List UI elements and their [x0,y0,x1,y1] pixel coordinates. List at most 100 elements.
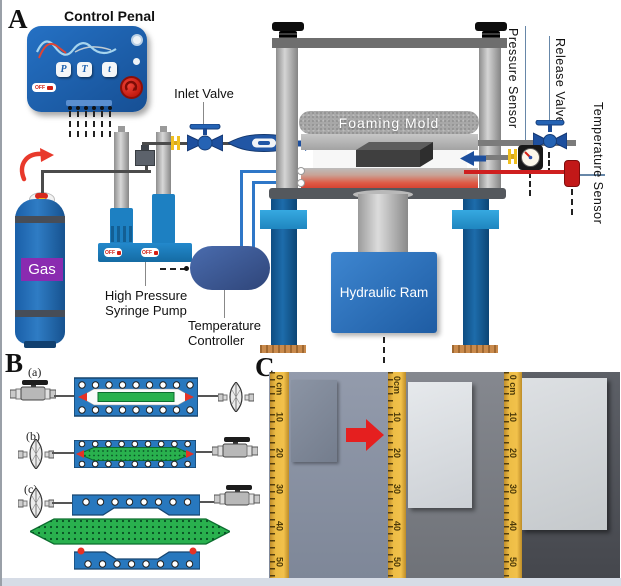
ram-dashed-line [383,337,385,363]
hydraulic-ram: Hydraulic Ram [331,252,437,333]
leg-crossbar-left [260,210,307,229]
inlet-valve-label: Inlet Valve [174,86,234,101]
frame-column-right [479,48,501,199]
junction-nub [141,145,149,150]
pump-display-left-label: OFF [105,249,115,256]
pump-label: High Pressure Syringe Pump [104,288,188,318]
indicator-light-large [131,34,143,46]
control-panel: P T t OFF [27,26,147,112]
gas-cylinder-band-bottom [15,310,65,317]
pressure-gauge-icon [518,145,543,170]
emergency-knob[interactable] [120,76,143,99]
ruler-1: 0 cm 10 20 30 40 50 [270,372,289,578]
temperature-sensor-body [564,160,580,187]
row-a-label: (a) [28,365,42,379]
controller-label-line [224,290,225,318]
check-valve-icon[interactable] [218,382,254,412]
temperature-controller-label: Temperature Controller [188,318,261,348]
gauge-pipe [486,155,510,160]
syringe-body-right [152,194,175,244]
sample-after-medium [408,382,472,508]
gas-valve-cap [35,193,48,199]
mold-top-half [72,494,200,516]
mold-schematic-a [74,377,198,417]
temperature-controller [190,246,270,290]
ball-valve-icon[interactable] [10,380,56,406]
heater-tube-1-h [240,170,302,173]
release-valve-line [549,36,550,120]
mold-bottom-half [74,547,200,570]
power-switch[interactable]: OFF [32,83,56,92]
pressure-button[interactable]: P [56,62,71,77]
wire-bundle [66,104,114,140]
waveform-display [36,40,117,59]
power-switch-label: OFF [35,84,45,91]
bottom-border-strip [2,578,621,586]
ball-valve-icon[interactable] [214,485,260,511]
heated-platen [301,168,478,188]
heater-tube-2-v [252,181,255,248]
frame-column-left [276,48,298,199]
controller-link-dot [184,266,189,271]
release-valve-icon[interactable] [533,120,567,150]
power-switch-toggle [47,85,53,90]
hydraulic-piston [358,194,408,253]
foamed-sample [30,518,230,545]
gas-cylinder-base [24,341,56,348]
control-panel-title: Control Penal [63,8,155,24]
syringe-cylinder-right [156,132,171,212]
connector-line [52,452,74,454]
gauge-fitting-yellow [508,149,518,164]
wire-connector-bar [66,100,112,106]
pump-display-left: OFF [104,248,122,257]
sample-block [356,142,433,167]
heater-port-2 [297,179,305,187]
mold-schematic-b [74,440,196,468]
gas-pipe-vertical [41,173,44,193]
ruler-3: 0 cm 10 20 30 40 50 [504,372,522,578]
time-button[interactable]: t [102,62,117,77]
gauge-dashed [529,172,531,196]
heater-port-1 [297,167,305,175]
ruler-2: 0cm 10 20 30 40 50 [388,372,406,578]
inlet-valve-label-line [203,102,204,124]
connector-line [200,501,216,503]
indicator-light-small [133,58,140,65]
thermocouple-line [464,170,566,174]
syringe-plunger-left [118,126,125,134]
mixing-junction [135,150,155,166]
expansion-arrow-icon [346,419,384,451]
syringe-ribs [111,226,132,242]
connector-line [198,395,218,397]
temperature-button[interactable]: T [77,62,92,77]
frame-top-bar [272,38,507,48]
heater-tube-1-v [240,170,243,248]
flow-direction-arrow-icon [19,148,54,182]
temp-sensor-dashed [571,189,573,215]
gas-cylinder-band-top [15,216,65,223]
leg-foot-left [260,345,306,353]
leg-crossbar-right [452,210,499,229]
pump-display-right: OFF [141,248,159,257]
check-valve-icon[interactable] [18,439,54,469]
connector-line [196,451,214,453]
sample-before [291,380,337,462]
ball-valve-icon[interactable] [212,437,258,463]
release-valve-dashed [548,152,550,174]
sample-after-large [521,378,607,530]
pressure-inflow-arrow-icon [460,151,486,166]
pressure-sensor-line [525,26,526,147]
foaming-mold: Foaming Mold [299,111,479,134]
controller-dashed-link [160,268,186,270]
connector-line [54,395,74,397]
gas-pipe-horizontal [41,170,151,173]
leg-foot-right [452,345,498,353]
check-valve-icon[interactable] [18,488,54,518]
release-valve-label: Release Valve [553,38,567,125]
release-pipe [478,140,576,146]
inlet-valve-icon[interactable] [187,124,223,152]
temperature-sensor-label: Temperature Sensor [591,102,605,225]
pipe-fitting-yellow [171,136,181,150]
knob-rotation-icon [124,80,138,91]
